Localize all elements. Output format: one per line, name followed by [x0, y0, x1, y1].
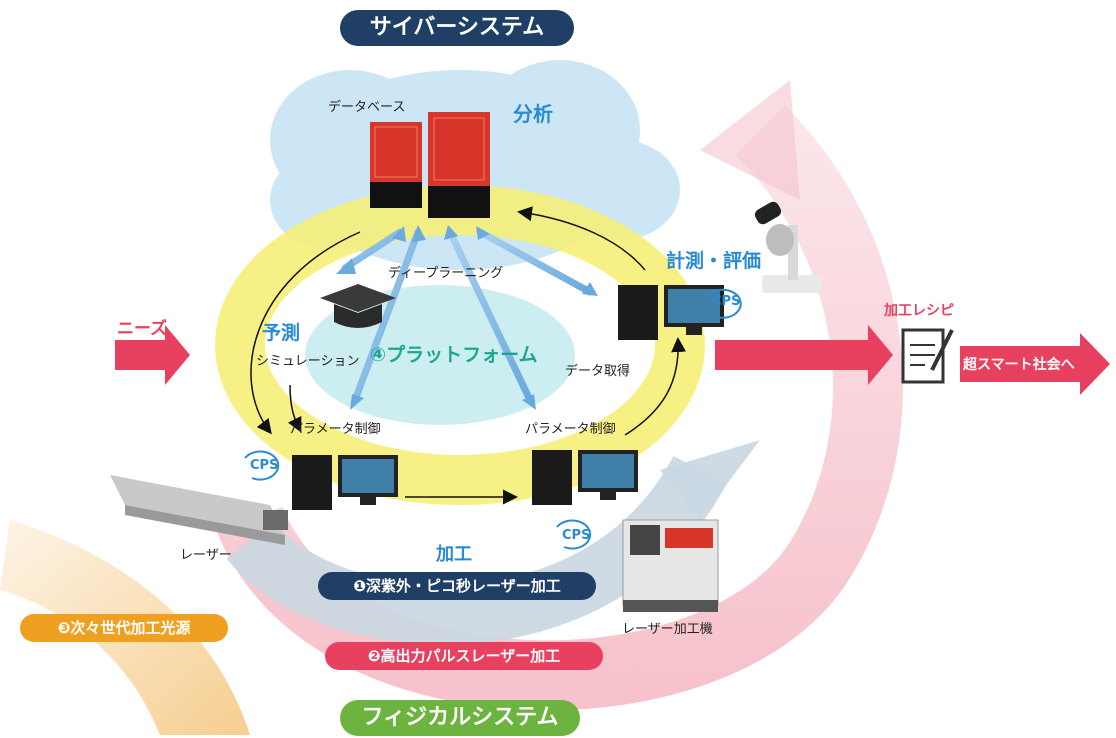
deep-learning-arrows	[341, 228, 594, 404]
param-control-right-label: パラメータ制御	[525, 422, 616, 437]
laser-label: レーザー	[180, 548, 232, 563]
database-server-left	[370, 122, 422, 208]
data-acquisition-label: データ取得	[565, 364, 631, 379]
laser-machine-label: レーザー加工機	[622, 622, 713, 637]
database-label: データベース	[328, 100, 406, 115]
pc-middle	[532, 450, 638, 505]
physical-system-title: フィジカルシステム	[340, 700, 580, 736]
flow-arrows	[250, 206, 687, 505]
microscope-icon	[754, 201, 822, 293]
program-1-pill: ❶深紫外・ピコ秒レーザー加工	[318, 572, 596, 600]
pc-left	[292, 455, 398, 510]
processing-label: 加工	[436, 544, 472, 565]
platform-label: ④プラットフォーム	[370, 344, 538, 366]
deep-learning-arrowheads	[336, 225, 598, 410]
program-3-pill: ❸次々世代加工光源	[20, 614, 228, 642]
super-smart-label: 超スマート社会へ	[963, 357, 1075, 373]
recipe-document-icon	[901, 328, 954, 384]
output-arrow	[715, 325, 893, 385]
prediction-label: 予測	[262, 322, 301, 344]
measure-eval-label: 計測・評価	[666, 250, 762, 272]
laser-machine	[622, 519, 719, 612]
param-control-left-label: パラメータ制御	[290, 422, 381, 437]
program-2-pill: ❷高出力パルスレーザー加工	[325, 642, 603, 670]
database-server-right	[428, 112, 490, 218]
super-smart-arrow	[960, 333, 1110, 395]
laser-device	[110, 475, 288, 545]
cps-cycle-icons	[244, 288, 742, 550]
needs-label: ニーズ	[117, 319, 168, 339]
recipe-label: 加工レシピ	[884, 303, 954, 319]
deep-learning-label: ディープラーニング	[388, 266, 504, 281]
analysis-label: 分析	[513, 102, 553, 126]
graduation-cap-icon	[320, 284, 396, 328]
cps-badge-measure: CPS	[712, 294, 741, 309]
cps-badge-processing: CPS	[562, 528, 591, 543]
simulation-label: シミュレーション	[256, 354, 360, 369]
needs-arrow	[115, 325, 190, 385]
cyber-system-title: サイバーシステム	[340, 10, 574, 46]
cps-badge-left: CPS	[250, 458, 279, 473]
